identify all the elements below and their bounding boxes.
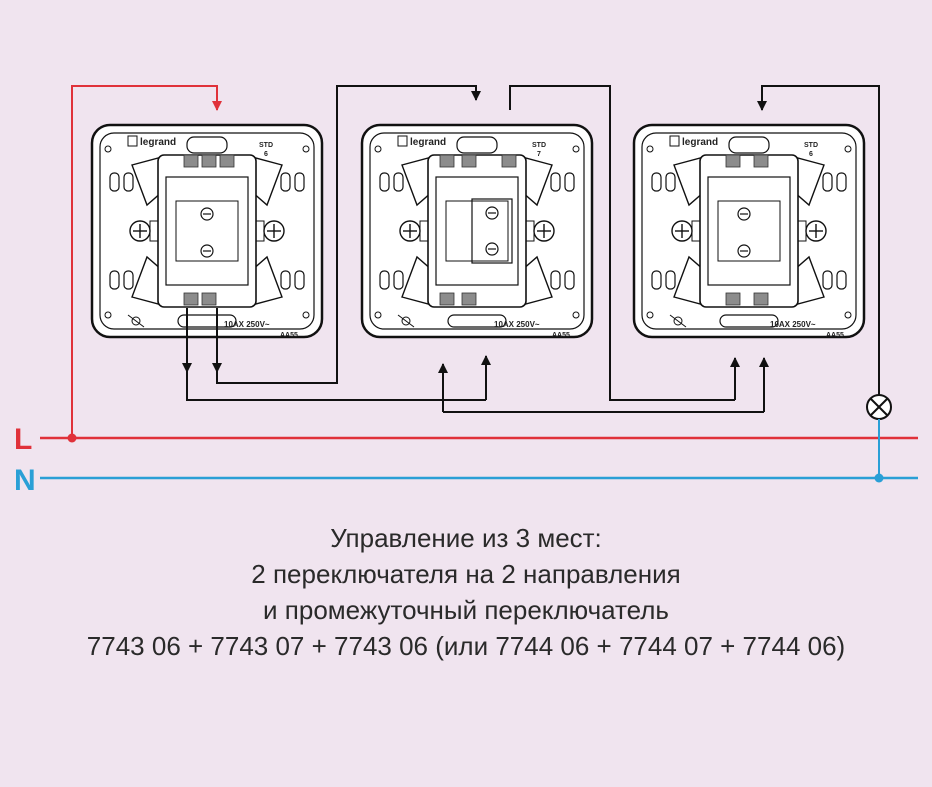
model-label: STD <box>259 142 273 149</box>
caption-line-1: Управление из 3 мест: <box>330 523 602 553</box>
rating-label: 10AX 250V~ <box>494 320 540 329</box>
caption-line-2: 2 переключателя на 2 направления <box>251 559 681 589</box>
model-label: STD <box>804 142 818 149</box>
model-number: 7 <box>537 151 541 158</box>
code-label: AA55 <box>280 332 298 339</box>
neutral-label: N <box>14 464 36 497</box>
lamp-icon <box>866 394 892 483</box>
code-label: AA55 <box>826 332 844 339</box>
rating-label: 10AX 250V~ <box>770 320 816 329</box>
live-label: L <box>14 423 32 456</box>
model-number: 6 <box>809 151 813 158</box>
rating-label: 10AX 250V~ <box>224 320 270 329</box>
switch-3: legrand STD 6 10AX 250V~ AA55 <box>632 123 866 339</box>
switch-2: legrand STD 7 10AX 250V~ AA55 <box>360 123 594 339</box>
model-number: 6 <box>264 151 268 158</box>
switch-1: legrand STD 6 10AX 250V~ AA55 <box>90 123 324 339</box>
live-feed-wire <box>67 85 222 443</box>
caption-line-4: 7743 06 + 7743 07 + 7743 06 (или 7744 06… <box>86 631 846 661</box>
wiring-diagram: legrand STD 6 10AX 250V~ AA55 legrand ST… <box>14 85 918 497</box>
caption-line-3: и промежуточный переключатель <box>263 595 669 625</box>
brand-logo: legrand <box>140 137 176 148</box>
traveller-wires <box>182 85 880 413</box>
brand-logo: legrand <box>682 137 718 148</box>
caption: Управление из 3 мест: 2 переключателя на… <box>0 520 932 664</box>
code-label: AA55 <box>552 332 570 339</box>
brand-logo: legrand <box>410 137 446 148</box>
model-label: STD <box>532 142 546 149</box>
